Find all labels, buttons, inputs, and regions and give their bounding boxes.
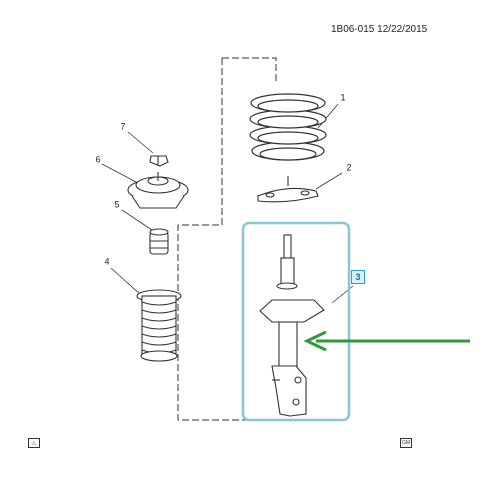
callout-6: 6 [95,154,101,165]
callout-2: 2 [346,162,352,173]
strut-nut [149,155,169,167]
coil-spring [249,93,327,161]
bump-stop [149,228,169,255]
callout-3: 3 [351,270,365,284]
gm-logo-icon: GM [400,438,412,448]
view-direction-icon: △ [28,438,40,448]
spring-seat [257,176,319,203]
dust-boot [136,289,182,362]
strut-mount [127,172,189,209]
assembly-dashed-outline [222,57,277,84]
strut-assembly [259,234,325,417]
callout-5: 5 [114,199,120,210]
arrow-head [303,330,327,352]
assembly-dashed-outline-left [177,58,246,421]
callout-7: 7 [120,121,126,132]
callout-4: 4 [104,256,110,267]
callout-1: 1 [340,92,346,103]
diagram-reference-id: 1B06-015 12/22/2015 [331,24,428,35]
highlight-frame [241,221,351,422]
